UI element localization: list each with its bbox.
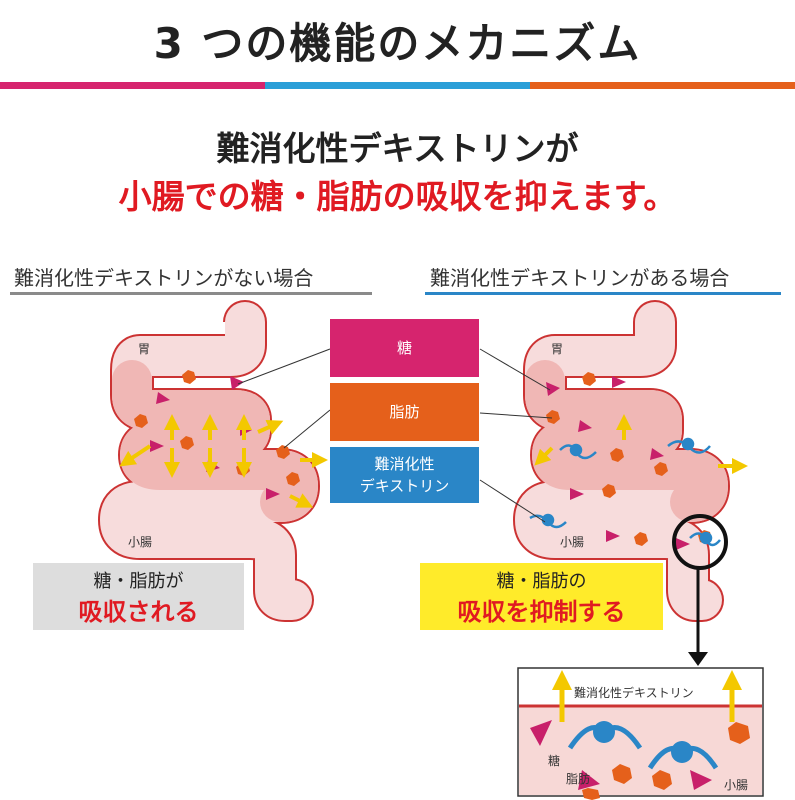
- result-left: 糖・脂肪が 吸収される: [33, 563, 244, 630]
- zoom-label-sugar: 糖: [548, 754, 561, 768]
- legend-dextrin: 難消化性 デキストリン: [330, 447, 479, 503]
- zoom-label-dextrin: 難消化性デキストリン: [574, 684, 694, 701]
- headline-line2: 小腸での糖・脂肪の吸収を抑えます。: [118, 177, 677, 216]
- section-with-underline: [425, 292, 781, 295]
- legend-fat-label: 脂肪: [389, 403, 420, 421]
- page-title: 3 つの機能のメカニズム: [153, 19, 642, 68]
- label-small-intestine-right: 小腸: [560, 535, 585, 549]
- headline-line1: 難消化性デキストリンが: [216, 129, 579, 168]
- leader-lines: [237, 348, 553, 523]
- divider-blue: [265, 82, 530, 89]
- mechanism-diagram: [98, 300, 764, 800]
- legend-dextrin-line2: デキストリン: [359, 477, 450, 495]
- absorption-arrows-left: [119, 414, 328, 508]
- zoom-label-fat: 脂肪: [566, 772, 591, 786]
- section-without-title: 難消化性デキストリンがない場合: [14, 266, 314, 290]
- magnifier: [672, 514, 728, 666]
- divider-pink: [0, 82, 265, 89]
- legend-sugar: 糖: [330, 319, 479, 377]
- intestine-right-particles: [529, 372, 721, 550]
- result-right-line1: 糖・脂肪の: [496, 570, 587, 592]
- zoom-label-small-intestine: 小腸: [724, 778, 749, 792]
- label-stomach-left: 胃: [138, 342, 151, 356]
- legend-sugar-label: 糖: [396, 339, 412, 357]
- result-left-line2: 吸収される: [78, 597, 199, 626]
- label-stomach-right: 胃: [551, 342, 564, 356]
- label-small-intestine-left: 小腸: [128, 535, 153, 549]
- absorption-arrows-right: [534, 414, 748, 474]
- result-right-line2: 吸収を抑制する: [457, 597, 626, 626]
- result-left-line1: 糖・脂肪が: [93, 570, 184, 592]
- legend-fat: 脂肪: [330, 383, 479, 441]
- legend-dextrin-line1: 難消化性: [374, 455, 435, 473]
- intestine-right: [513, 300, 730, 622]
- divider-orange: [530, 82, 795, 89]
- section-without-underline: [10, 292, 372, 295]
- section-with-title: 難消化性デキストリンがある場合: [430, 266, 730, 290]
- result-right: 糖・脂肪の 吸収を抑制する: [420, 563, 663, 630]
